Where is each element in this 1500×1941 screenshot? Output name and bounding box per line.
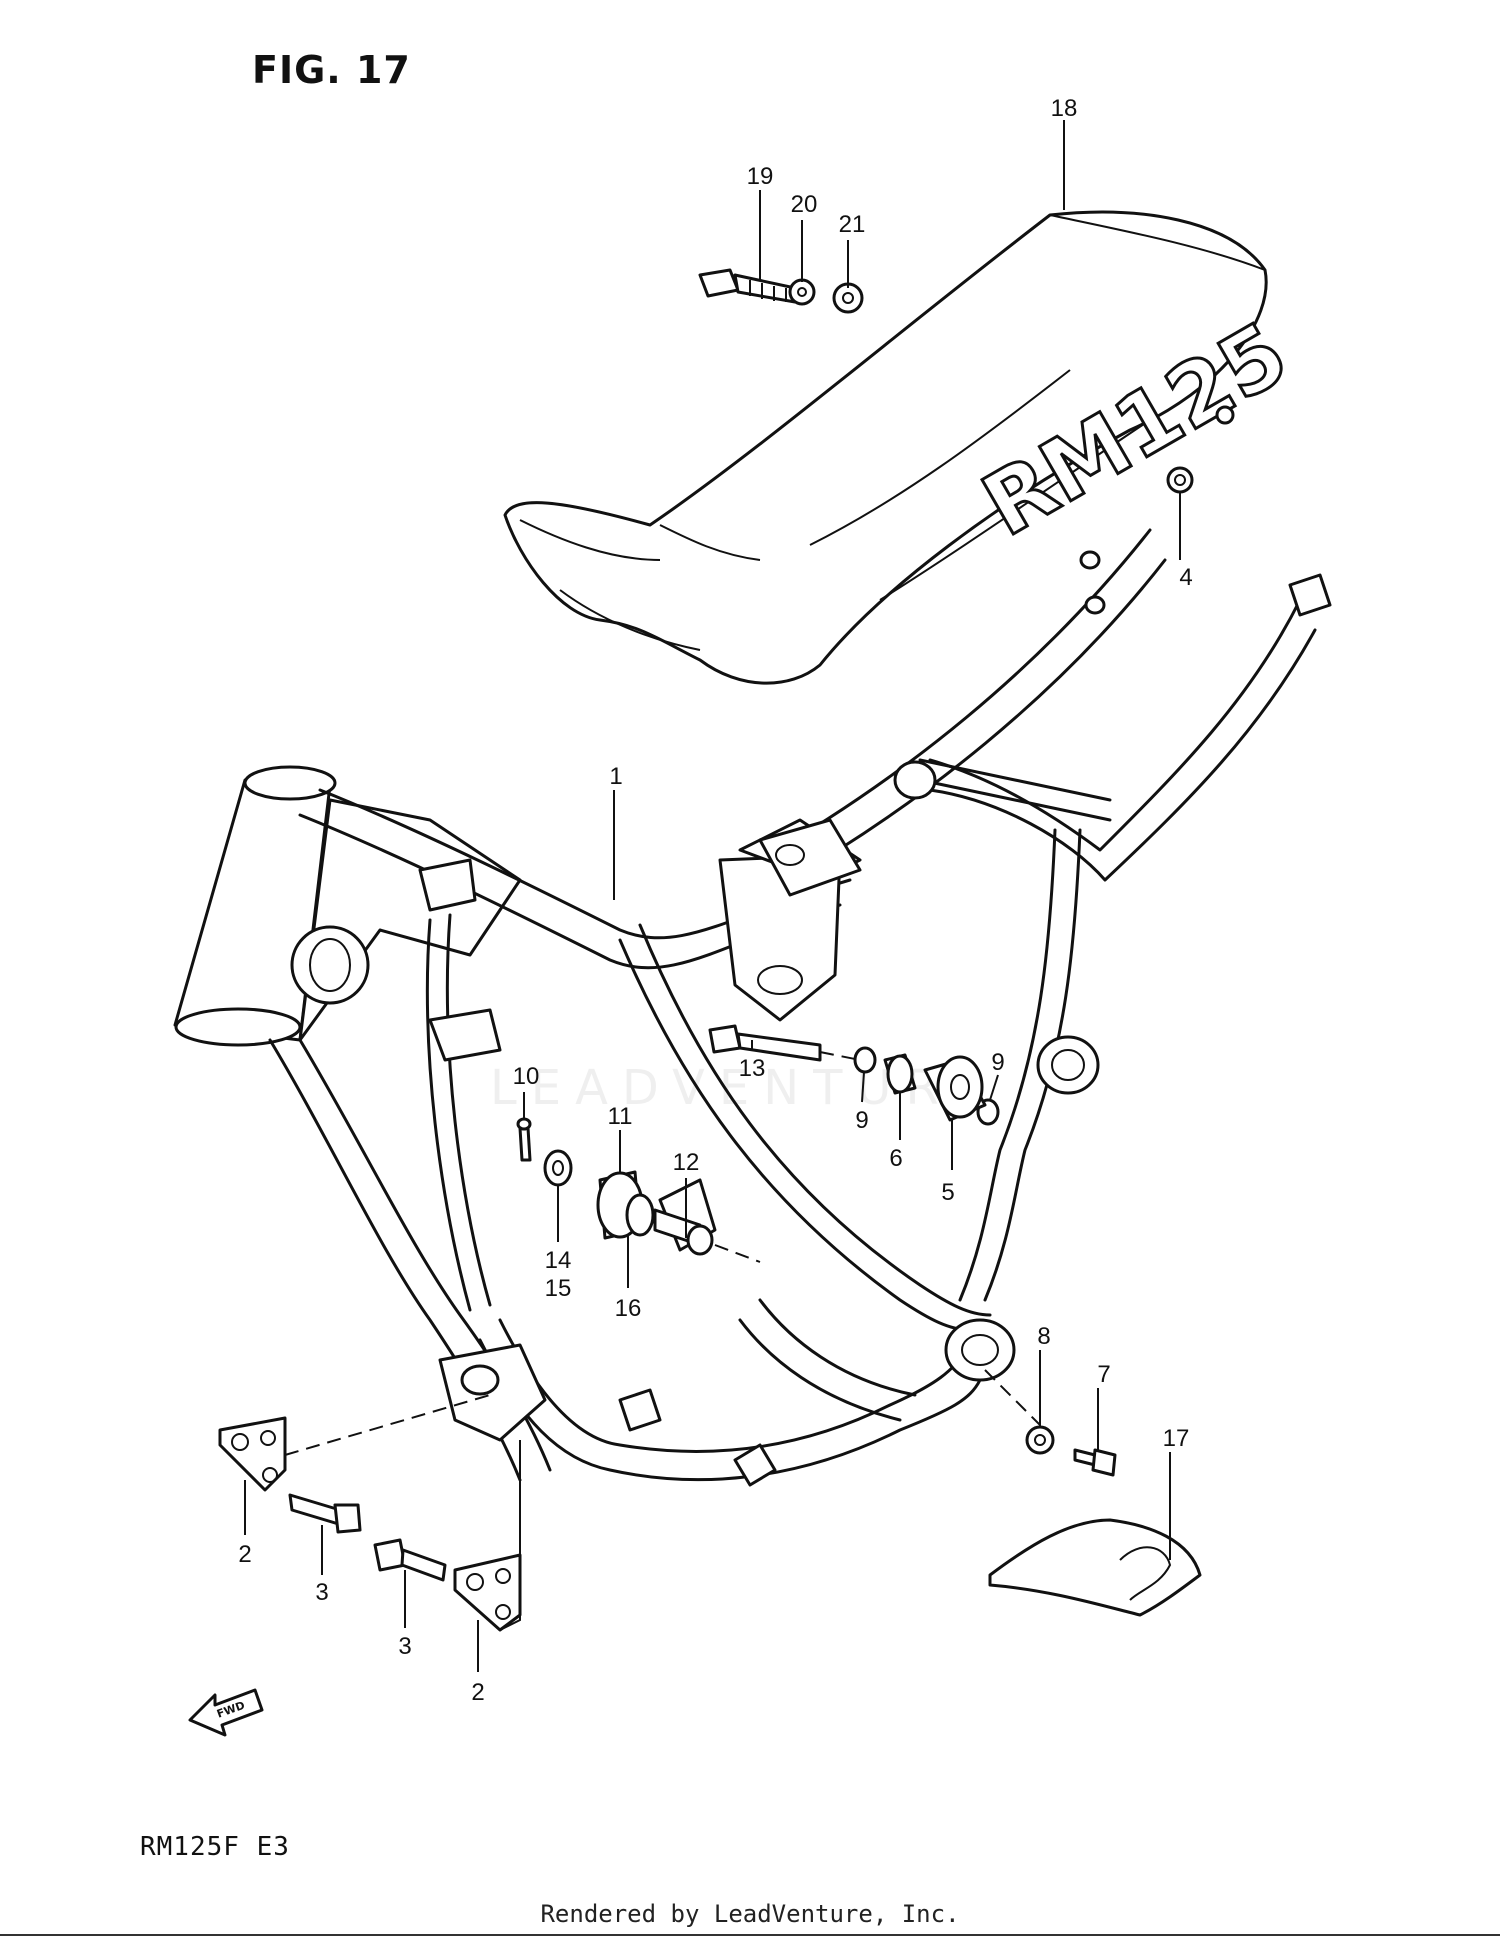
- washer-8: [1025, 1425, 1055, 1455]
- nut-4: [1166, 466, 1194, 494]
- callout-20: 20: [791, 191, 818, 218]
- washer-9a: [853, 1046, 877, 1074]
- bracket-2b: [453, 1553, 522, 1632]
- bush-5: [923, 1055, 987, 1122]
- callout-9: 9: [855, 1107, 868, 1134]
- callout-18: 18: [1051, 95, 1078, 122]
- footer-credit: Rendered by LeadVenture, Inc.: [540, 1900, 960, 1928]
- guard-17: [988, 1518, 1202, 1617]
- washer-16: [625, 1193, 655, 1237]
- washer-21: [832, 282, 864, 314]
- bolt-3a: [288, 1493, 362, 1534]
- callout-15: 15: [545, 1275, 572, 1302]
- callout-1: 1: [609, 763, 622, 790]
- forward-arrow-icon: FWD: [188, 1688, 264, 1737]
- callout-13: 13: [739, 1055, 766, 1082]
- callout-9-right: 9: [991, 1049, 1004, 1076]
- callout-12: 12: [673, 1149, 700, 1176]
- callout-21: 21: [839, 211, 866, 238]
- washer-14: [543, 1149, 573, 1187]
- seat-hook-icon: [1215, 405, 1235, 425]
- washer-20: [788, 278, 816, 306]
- seat: RM125: [503, 210, 1305, 685]
- bolt-19: [698, 268, 797, 304]
- bolt-3b: [373, 1538, 447, 1582]
- callout-16: 16: [615, 1295, 642, 1322]
- callout-11: 11: [608, 1103, 633, 1130]
- callout-8: 8: [1037, 1323, 1050, 1350]
- callout-4: 4: [1179, 564, 1192, 591]
- callout-17: 17: [1163, 1425, 1190, 1452]
- callout-3-left: 3: [315, 1579, 328, 1606]
- model-code: RM125F E3: [140, 1832, 290, 1862]
- pin-10: [516, 1117, 532, 1162]
- leader-lines: [244, 120, 1181, 1672]
- callout-7: 7: [1097, 1361, 1110, 1388]
- callout-labels: 18 19 20 21 4 1 13 9 9 6 5 10 11 12 14 1…: [238, 95, 1192, 1706]
- footer-rule: [0, 1934, 1500, 1936]
- callout-19: 19: [747, 163, 774, 190]
- figure-title: FIG. 17: [252, 48, 411, 92]
- callout-10: 10: [513, 1063, 540, 1090]
- callout-6: 6: [889, 1145, 902, 1172]
- assembly-line-b: [499, 1440, 521, 1631]
- bolt-13: [708, 1024, 861, 1062]
- collar-6: [883, 1053, 917, 1095]
- bolt-7: [1073, 1448, 1117, 1477]
- callout-2-left: 2: [238, 1541, 251, 1568]
- frame: [173, 528, 1332, 1487]
- assembly-line-c: [984, 1369, 1041, 1426]
- callout-14: 14: [545, 1247, 572, 1274]
- callout-2-right: 2: [471, 1679, 484, 1706]
- bracket-2a: [218, 1416, 287, 1492]
- callout-3-right: 3: [398, 1633, 411, 1660]
- callout-5: 5: [941, 1179, 954, 1206]
- assembly-line-a: [284, 1394, 491, 1456]
